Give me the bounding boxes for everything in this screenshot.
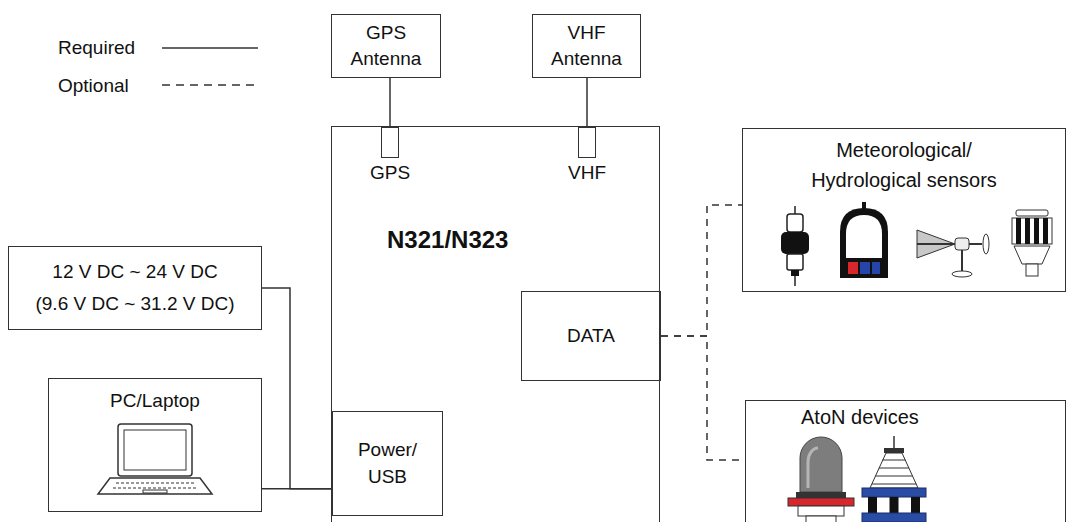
beacon-tower-icon: [862, 436, 926, 522]
box-label: PC/Laptop: [110, 387, 200, 416]
beacon-tower-icon-part: [911, 497, 920, 513]
water-sensor-icon-part: [872, 262, 880, 274]
aton-group-box: AtoN devices: [745, 400, 1066, 522]
optional-connection: [661, 336, 745, 460]
legend-line: [162, 84, 258, 86]
wind-vane-icon-part: [952, 271, 972, 277]
legend-line: [162, 47, 258, 49]
beacon-tower-icon-part: [870, 453, 918, 488]
laptop-icon-part: [118, 424, 192, 476]
optional-connection: [661, 205, 742, 336]
legend-sample: [162, 48, 258, 49]
beacon-tower-icon-part: [884, 448, 904, 453]
box-label: VHF Antenna: [547, 20, 627, 71]
wind-vane-icon-part: [961, 250, 963, 272]
radiation-shield-icon-part: [1014, 246, 1050, 264]
rain-sensor-icon-part: [781, 232, 809, 254]
radiation-shield-icon-part: [1034, 218, 1039, 244]
radiation-shield-icon-part: [1012, 218, 1052, 244]
buoy-lantern-icon-part: [798, 506, 844, 516]
beacon-tower-icon-part: [882, 460, 905, 461]
buoy-lantern-icon-part: [806, 516, 836, 522]
beacon-tower-icon-part: [879, 468, 909, 469]
water-sensor-icon-part: [848, 262, 858, 274]
beacon-tower-icon-part: [862, 488, 926, 497]
pc-box: PC/Laptop: [48, 378, 262, 512]
laptop-icon-part: [143, 490, 167, 493]
power-usb-port: Power/ USB: [332, 411, 443, 516]
required-connection: [262, 488, 332, 490]
radiation-shield-icon-part: [1016, 210, 1048, 216]
radiation-shield-icon-part: [1043, 218, 1048, 244]
water-sensor-icon-part: [840, 208, 888, 278]
wind-vane-icon: [917, 230, 989, 277]
antenna-box: VHF Antenna: [532, 14, 641, 78]
beacon-tower-icon-part: [862, 513, 926, 522]
box-label: GPS Antenna: [346, 20, 426, 71]
box-label: Meteorological/ Hydrological sensors: [797, 135, 1012, 195]
box-label: (9.6 V DC ~ 31.2 V DC): [35, 288, 234, 320]
box-label: 12 V DC ~ 24 V DC: [52, 256, 217, 288]
water-sensor-icon-part: [860, 262, 870, 274]
beacon-tower-icon-part: [893, 436, 895, 450]
beacon-tower-icon-part: [872, 484, 916, 485]
antenna-port: GPS: [381, 127, 399, 158]
rain-sensor-icon-part: [787, 214, 803, 232]
legend-label: Required: [58, 36, 135, 60]
rain-sensor-icon-part: [787, 254, 803, 270]
beacon-tower-icon-part: [868, 497, 877, 513]
laptop-icon: [98, 424, 212, 494]
laptop-icon-part: [124, 430, 186, 470]
buoy-lantern-icon: [788, 437, 854, 522]
antenna-port: VHF: [578, 127, 596, 158]
wind-vane-icon-part: [955, 238, 969, 250]
power-supply-box: 12 V DC ~ 24 V DC(9.6 V DC ~ 31.2 V DC): [8, 246, 262, 330]
water-sensor-icon: [840, 202, 888, 278]
legend-label: Optional: [58, 74, 129, 98]
laptop-icon-part: [113, 488, 198, 489]
rain-sensor-icon: [781, 206, 809, 286]
buoy-lantern-icon-part: [796, 492, 846, 498]
laptop-icon-part: [98, 478, 212, 494]
device-housing: N321/N323 GPS VHF DATA Power/ USB: [331, 126, 660, 522]
sensor-group-box: Meteorological/ Hydrological sensors: [742, 128, 1066, 292]
buoy-lantern-icon-part: [808, 448, 818, 488]
box-label: Power/ USB: [350, 437, 425, 490]
radiation-shield-icon: [1012, 210, 1052, 276]
antenna-box: GPS Antenna: [331, 14, 441, 78]
beacon-tower-icon-part: [890, 497, 899, 513]
box-label: DATA: [567, 324, 615, 348]
wind-vane-icon-part: [983, 234, 989, 254]
required-connection: [262, 288, 332, 489]
port-label: GPS: [370, 161, 410, 185]
rain-sensor-icon-part: [791, 270, 799, 276]
radiation-shield-icon-part: [1026, 264, 1038, 276]
radiation-shield-icon-part: [1025, 218, 1030, 244]
radiation-shield-icon-part: [1016, 218, 1021, 244]
buoy-lantern-icon-part: [788, 498, 854, 506]
wind-vane-icon-part: [917, 243, 982, 245]
laptop-icon-part: [116, 483, 194, 484]
device-model-label: N321/N323: [387, 225, 508, 255]
legend-sample: [162, 85, 258, 86]
beacon-tower-icon-part: [875, 476, 912, 477]
required-connection: [586, 78, 588, 127]
water-sensor-icon-part: [846, 215, 882, 258]
port-label: VHF: [568, 161, 606, 185]
data-port: DATA: [521, 291, 661, 381]
buoy-lantern-icon-part: [800, 437, 842, 492]
required-connection: [389, 78, 391, 127]
box-label: AtoN devices: [801, 405, 919, 429]
